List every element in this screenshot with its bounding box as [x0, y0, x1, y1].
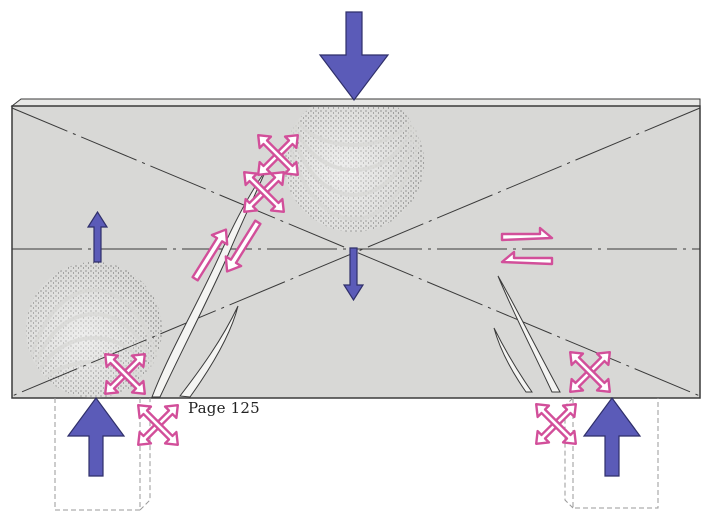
crack-right-outer [493, 327, 533, 393]
tension-arrow-up-icon [191, 228, 229, 282]
diagonal-left-to-right [11, 107, 701, 397]
stress-element-top-1-icon [257, 134, 299, 176]
force-arrows [66, 11, 642, 477]
crack-left-outer [179, 305, 239, 398]
shear-arrow-left-icon [500, 250, 554, 266]
reaction-arrow-up-left-icon [66, 396, 126, 477]
stress-element-left-support-icon [104, 353, 146, 395]
page-reference-label[interactable]: Page 125 [188, 399, 260, 417]
crack-right-inner [497, 275, 561, 393]
stress-element-top-2-icon [243, 171, 285, 213]
load-arrow-down-icon [318, 11, 390, 101]
small-arrow-up-icon [86, 210, 109, 263]
diagonal-right-to-left [11, 107, 701, 397]
support-right [564, 397, 659, 509]
stress-element-right-support-icon [569, 351, 611, 393]
reaction-arrow-up-right-icon [582, 396, 642, 477]
shear-arrow-right-icon [500, 226, 554, 242]
support-stress-dome-left [26, 262, 162, 398]
beam-top-face [10, 98, 701, 107]
stress-arrows [104, 134, 611, 446]
small-arrow-down-icon [342, 247, 365, 302]
top-stress-dome [284, 106, 424, 232]
tension-arrow-down-icon [224, 219, 262, 273]
stress-element-below-right-icon [535, 403, 577, 445]
stress-element-below-left-icon [137, 404, 179, 446]
